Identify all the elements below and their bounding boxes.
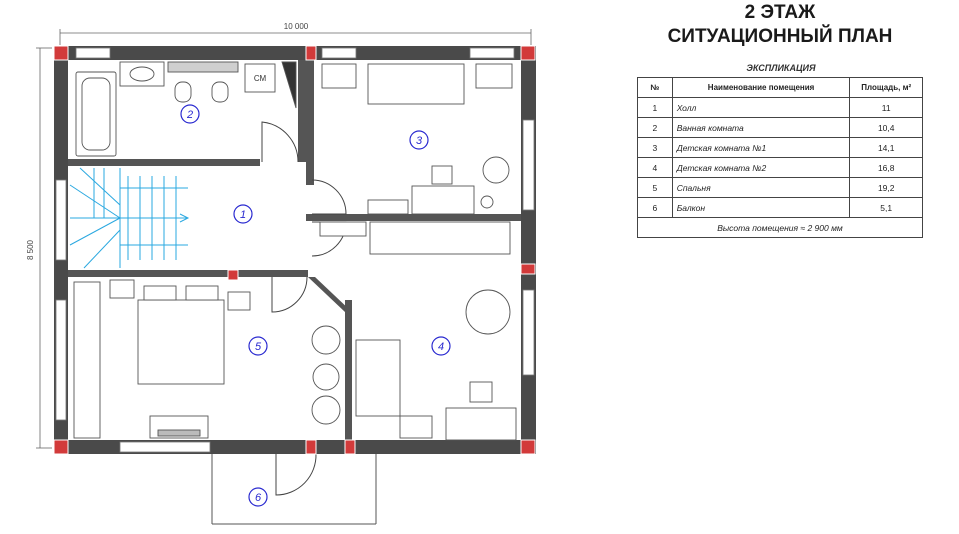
row-room-name: Балкон — [671, 197, 851, 218]
row-number: 6 — [637, 197, 673, 218]
balcony — [211, 454, 377, 525]
table-row: 2 Ванная комната 10,4 — [637, 117, 923, 138]
toilet-icon — [174, 81, 192, 103]
col-room-name: Наименование помещения — [671, 77, 851, 98]
row-room-name: Спальня — [671, 177, 851, 198]
row-room-name: Холл — [671, 97, 851, 118]
table-row: 6 Балкон 5,1 — [637, 197, 923, 218]
room-4-furniture — [319, 221, 517, 441]
structural-columns — [53, 45, 536, 455]
round-table-icon — [465, 289, 511, 335]
explication-header-row: № Наименование помещения Площадь, м² — [637, 77, 923, 98]
row-area: 14,1 — [849, 137, 923, 158]
dimension-width-label: 10 000 — [284, 22, 309, 31]
dimension-width — [59, 29, 532, 45]
chair-icon — [482, 156, 510, 184]
table-footer-row: Высота помещения ≈ 2 900 мм — [637, 217, 923, 238]
row-number: 2 — [637, 117, 673, 138]
plan-title: СИТУАЦИОННЫЙ ПЛАН — [667, 26, 893, 47]
room-marker-6 — [248, 487, 268, 507]
row-number: 4 — [637, 157, 673, 178]
room-marker-label-4: 4 — [438, 341, 444, 353]
bed-icon — [367, 63, 465, 105]
room-marker-label-3: 3 — [416, 135, 423, 147]
row-number: 1 — [637, 97, 673, 118]
bed-icon — [137, 299, 225, 385]
row-area: 16,8 — [849, 157, 923, 178]
wc-label: СМ — [254, 74, 267, 83]
doors — [261, 121, 347, 496]
room-marker-4 — [431, 336, 451, 356]
row-room-name: Детская комната №1 — [671, 137, 851, 158]
explication-caption: ЭКСПЛИКАЦИЯ — [746, 63, 816, 73]
table-row: 4 Детская комната №2 16,8 — [637, 157, 923, 178]
floor-plan: 10 000 8 500 — [26, 22, 536, 525]
table-row: 1 Холл 11 — [637, 97, 923, 118]
ceiling-height-note: Высота помещения ≈ 2 900 мм — [637, 217, 923, 238]
bathroom-fixtures — [75, 61, 297, 157]
room-5-furniture — [73, 279, 341, 439]
room-marker-label-1: 1 — [240, 209, 246, 221]
table-row: 5 Спальня 19,2 — [637, 177, 923, 198]
room-3-furniture — [321, 63, 513, 215]
room-marker-label-2: 2 — [186, 109, 193, 121]
col-number: № — [637, 77, 673, 98]
washing-machine-icon — [244, 63, 276, 93]
room-marker-1 — [233, 204, 253, 224]
armchair-icon — [311, 325, 341, 355]
interior-walls — [68, 60, 521, 440]
room-marker-5 — [248, 336, 268, 356]
dimension-height — [36, 47, 52, 449]
room-markers — [180, 104, 451, 507]
row-number: 3 — [637, 137, 673, 158]
room-marker-label-6: 6 — [255, 492, 262, 504]
explication-table: № Наименование помещения Площадь, м² 1 Х… — [637, 77, 923, 238]
room-marker-3 — [409, 130, 429, 150]
row-area: 11 — [849, 97, 923, 118]
windows — [55, 47, 535, 453]
room-marker-label-5: 5 — [255, 341, 262, 353]
desk-icon — [411, 185, 475, 215]
row-area: 5,1 — [849, 197, 923, 218]
row-area: 19,2 — [849, 177, 923, 198]
col-area: Площадь, м² — [849, 77, 923, 98]
row-room-name: Ванная комната — [671, 117, 851, 138]
wardrobe-icon — [355, 339, 401, 417]
row-area: 10,4 — [849, 117, 923, 138]
table-row: 3 Детская комната №1 14,1 — [637, 137, 923, 158]
floor-title: 2 ЭТАЖ — [744, 2, 816, 23]
dimension-height-label: 8 500 — [26, 239, 35, 260]
row-room-name: Детская комната №2 — [671, 157, 851, 178]
staircase — [69, 167, 190, 269]
room-marker-2 — [180, 104, 200, 124]
row-number: 5 — [637, 177, 673, 198]
